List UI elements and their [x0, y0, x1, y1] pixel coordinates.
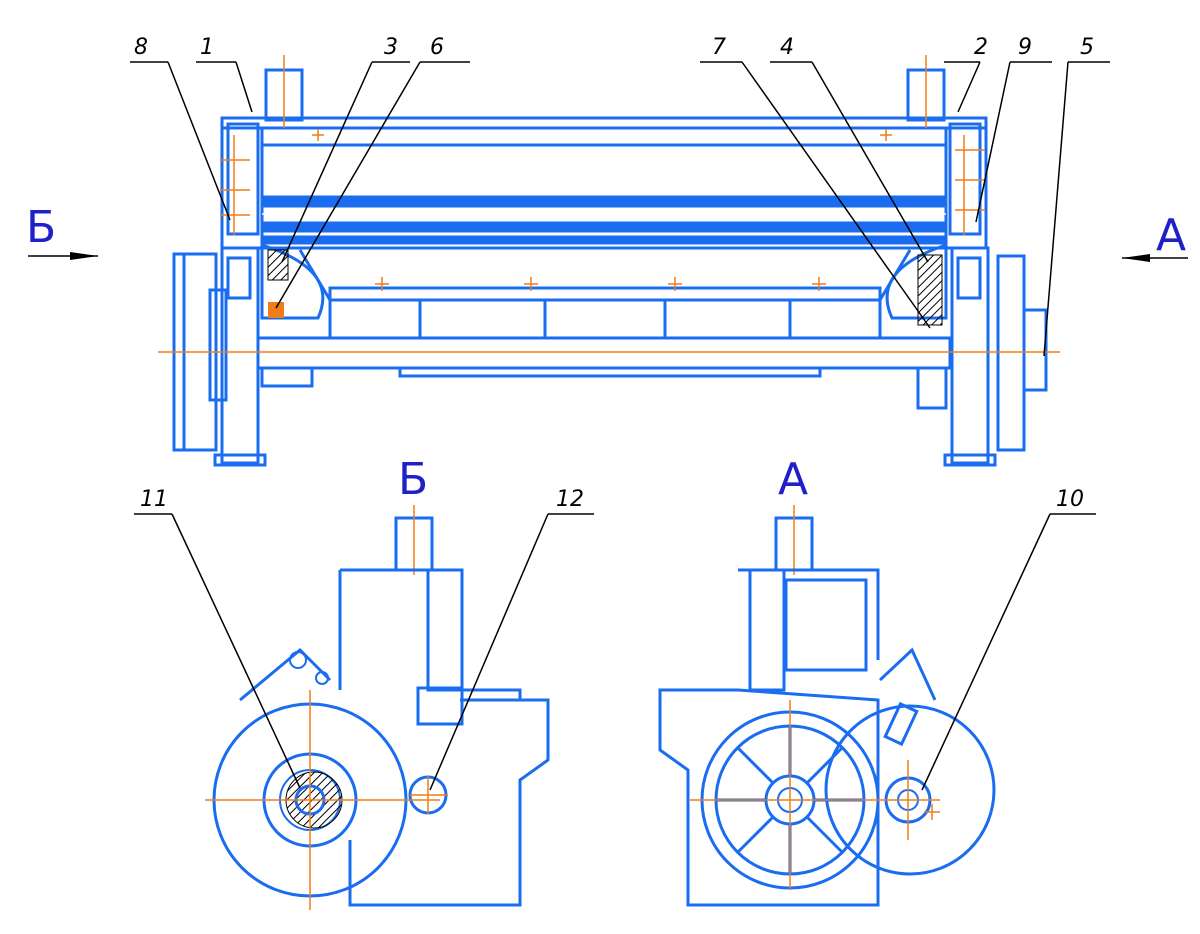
front-view — [158, 55, 1060, 467]
view-letter-a: А — [1156, 210, 1186, 261]
view-letter-b: Б — [26, 202, 56, 253]
callout-7: 7 — [712, 35, 726, 60]
callout-4: 4 — [780, 35, 794, 60]
callout-3: 3 — [384, 35, 398, 60]
callout-5: 5 — [1080, 35, 1094, 60]
callout-11: 11 — [140, 487, 168, 512]
callout-9: 9 — [1018, 35, 1032, 60]
view-arrow-a: А — [1122, 210, 1188, 262]
callouts-top: 8 1 3 6 7 4 2 9 5 — [130, 35, 1110, 357]
callout-1: 1 — [200, 35, 214, 60]
callout-2: 2 — [974, 35, 988, 60]
view-title-a: А — [778, 454, 808, 505]
view-arrow-b: Б — [26, 202, 98, 260]
callout-6: 6 — [430, 35, 444, 60]
callout-8: 8 — [134, 35, 148, 60]
side-view-b: Б 11 12 — [134, 454, 594, 910]
callout-10: 10 — [1056, 487, 1084, 512]
callout-12: 12 — [556, 487, 584, 512]
view-title-b: Б — [398, 454, 428, 505]
side-view-a: А 10 — [658, 454, 1096, 907]
